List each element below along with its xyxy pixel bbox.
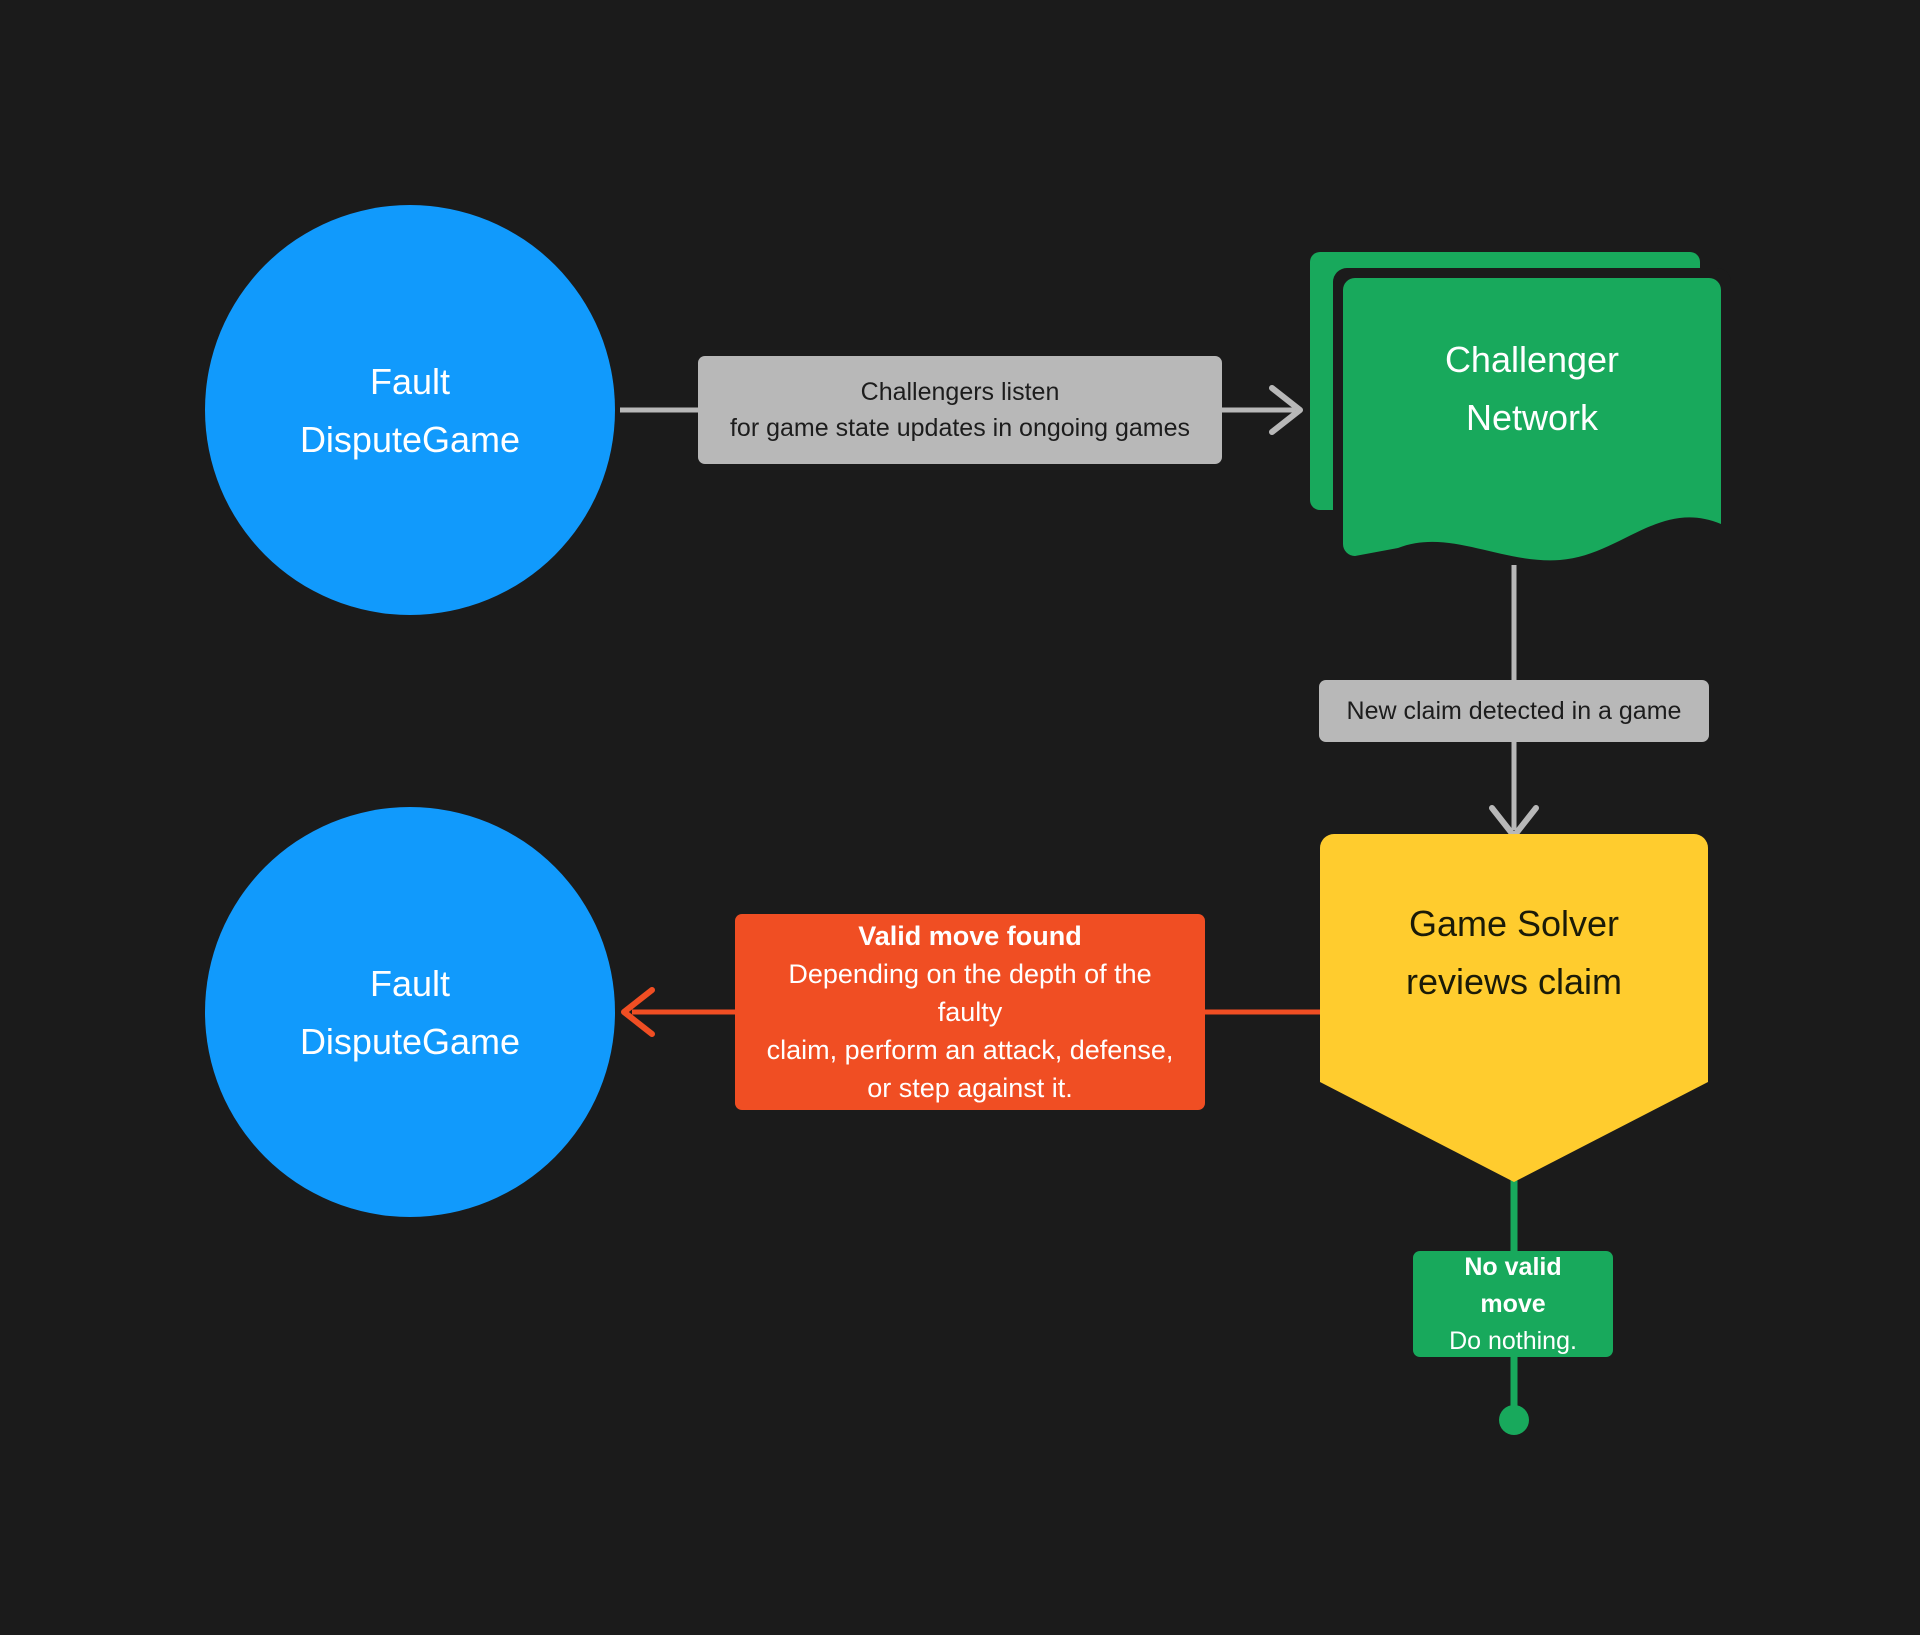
- edge-label-line: Do nothing.: [1449, 1326, 1577, 1355]
- edge-valid-move-arrowhead: [621, 987, 655, 1037]
- edge-label-new-claim: New claim detected in a game: [1319, 680, 1709, 742]
- node-fault-dispute-game-top[interactable]: [205, 205, 615, 615]
- edge-label-title: Valid move found: [858, 921, 1082, 951]
- edge-label-title: No valid move: [1464, 1252, 1562, 1318]
- edge-label-challengers-listen: Challengers listen for game state update…: [698, 356, 1222, 464]
- edge-label-line: New claim detected in a game: [1346, 697, 1682, 725]
- node-challenger-network[interactable]: [1310, 252, 1731, 561]
- node-game-solver[interactable]: [1320, 834, 1708, 1182]
- terminator-dot: [1499, 1405, 1529, 1435]
- edge-label-line: claim, perform an attack, defense,: [766, 1035, 1174, 1065]
- edge-label-no-valid-move: No valid move Do nothing.: [1413, 1251, 1613, 1357]
- edge-challengers-listen-arrowhead: [1269, 385, 1303, 435]
- edge-label-line: or step against it.: [867, 1073, 1073, 1103]
- challenger-network-front-sheet: [1343, 278, 1721, 561]
- edge-label-line: Depending on the depth of the faulty: [788, 959, 1152, 1027]
- edge-label-line: for game state updates in ongoing games: [729, 414, 1191, 442]
- edge-label-valid-move: Valid move found Depending on the depth …: [735, 914, 1205, 1110]
- edge-label-line: Challengers listen: [860, 378, 1060, 406]
- node-fault-dispute-game-bottom[interactable]: [205, 807, 615, 1217]
